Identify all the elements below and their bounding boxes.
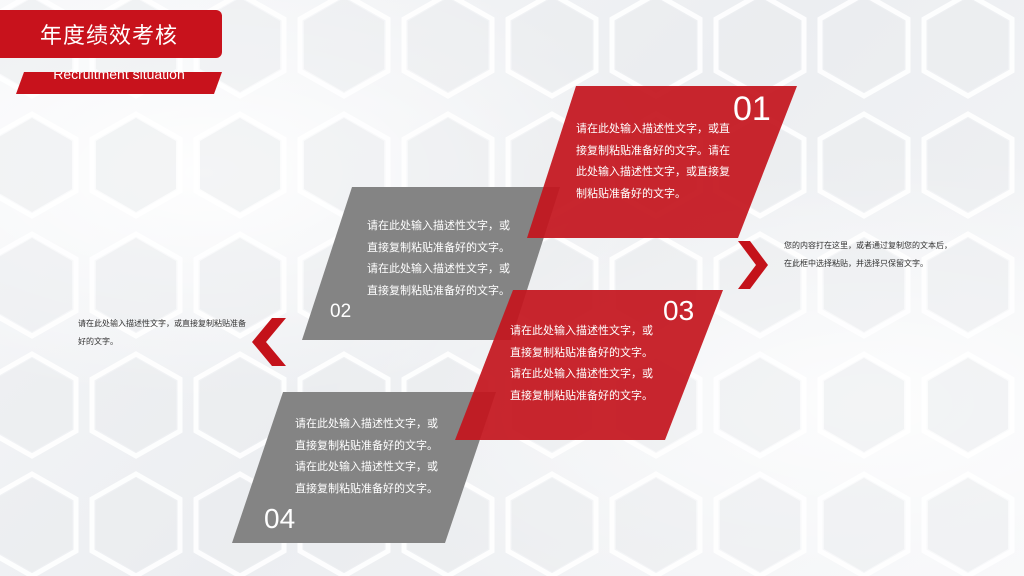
block-03-text: 请在此处输入描述性文字，或直接复制粘贴准备好的文字。请在此处输入描述性文字，或直… — [510, 324, 653, 402]
page-subtitle: Recruitment situation — [53, 72, 185, 82]
chevron-left-icon — [252, 318, 286, 366]
subtitle-banner: Recruitment situation — [16, 72, 222, 94]
title-banner: 年度绩效考核 — [0, 10, 222, 58]
page-title: 年度绩效考核 — [40, 24, 179, 49]
block-04-text: 请在此处输入描述性文字，或直接复制粘贴准备好的文字。请在此处输入描述性文字，或直… — [295, 417, 438, 495]
block-03-number: 03 — [663, 295, 695, 326]
left-note-text: 请在此处输入描述性文字，或直接复制粘贴准备好的文字。 — [78, 319, 246, 346]
block-01-text: 请在此处输入描述性文字，或直接复制粘贴准备好的文字。请在此处输入描述性文字，或直… — [576, 122, 730, 200]
block-02-number: 02 — [330, 301, 352, 322]
chevron-right-icon — [738, 241, 768, 289]
block-02-text: 请在此处输入描述性文字，或直接复制粘贴准备好的文字。请在此处输入描述性文字，或直… — [367, 219, 510, 297]
right-note-text: 您的内容打在这里，或者通过复制您的文本后，在此框中选择粘贴，并选择只保留文字。 — [784, 241, 952, 268]
block-04 — [232, 392, 496, 543]
block-01-number: 01 — [733, 90, 771, 128]
block-04-number: 04 — [264, 503, 296, 534]
